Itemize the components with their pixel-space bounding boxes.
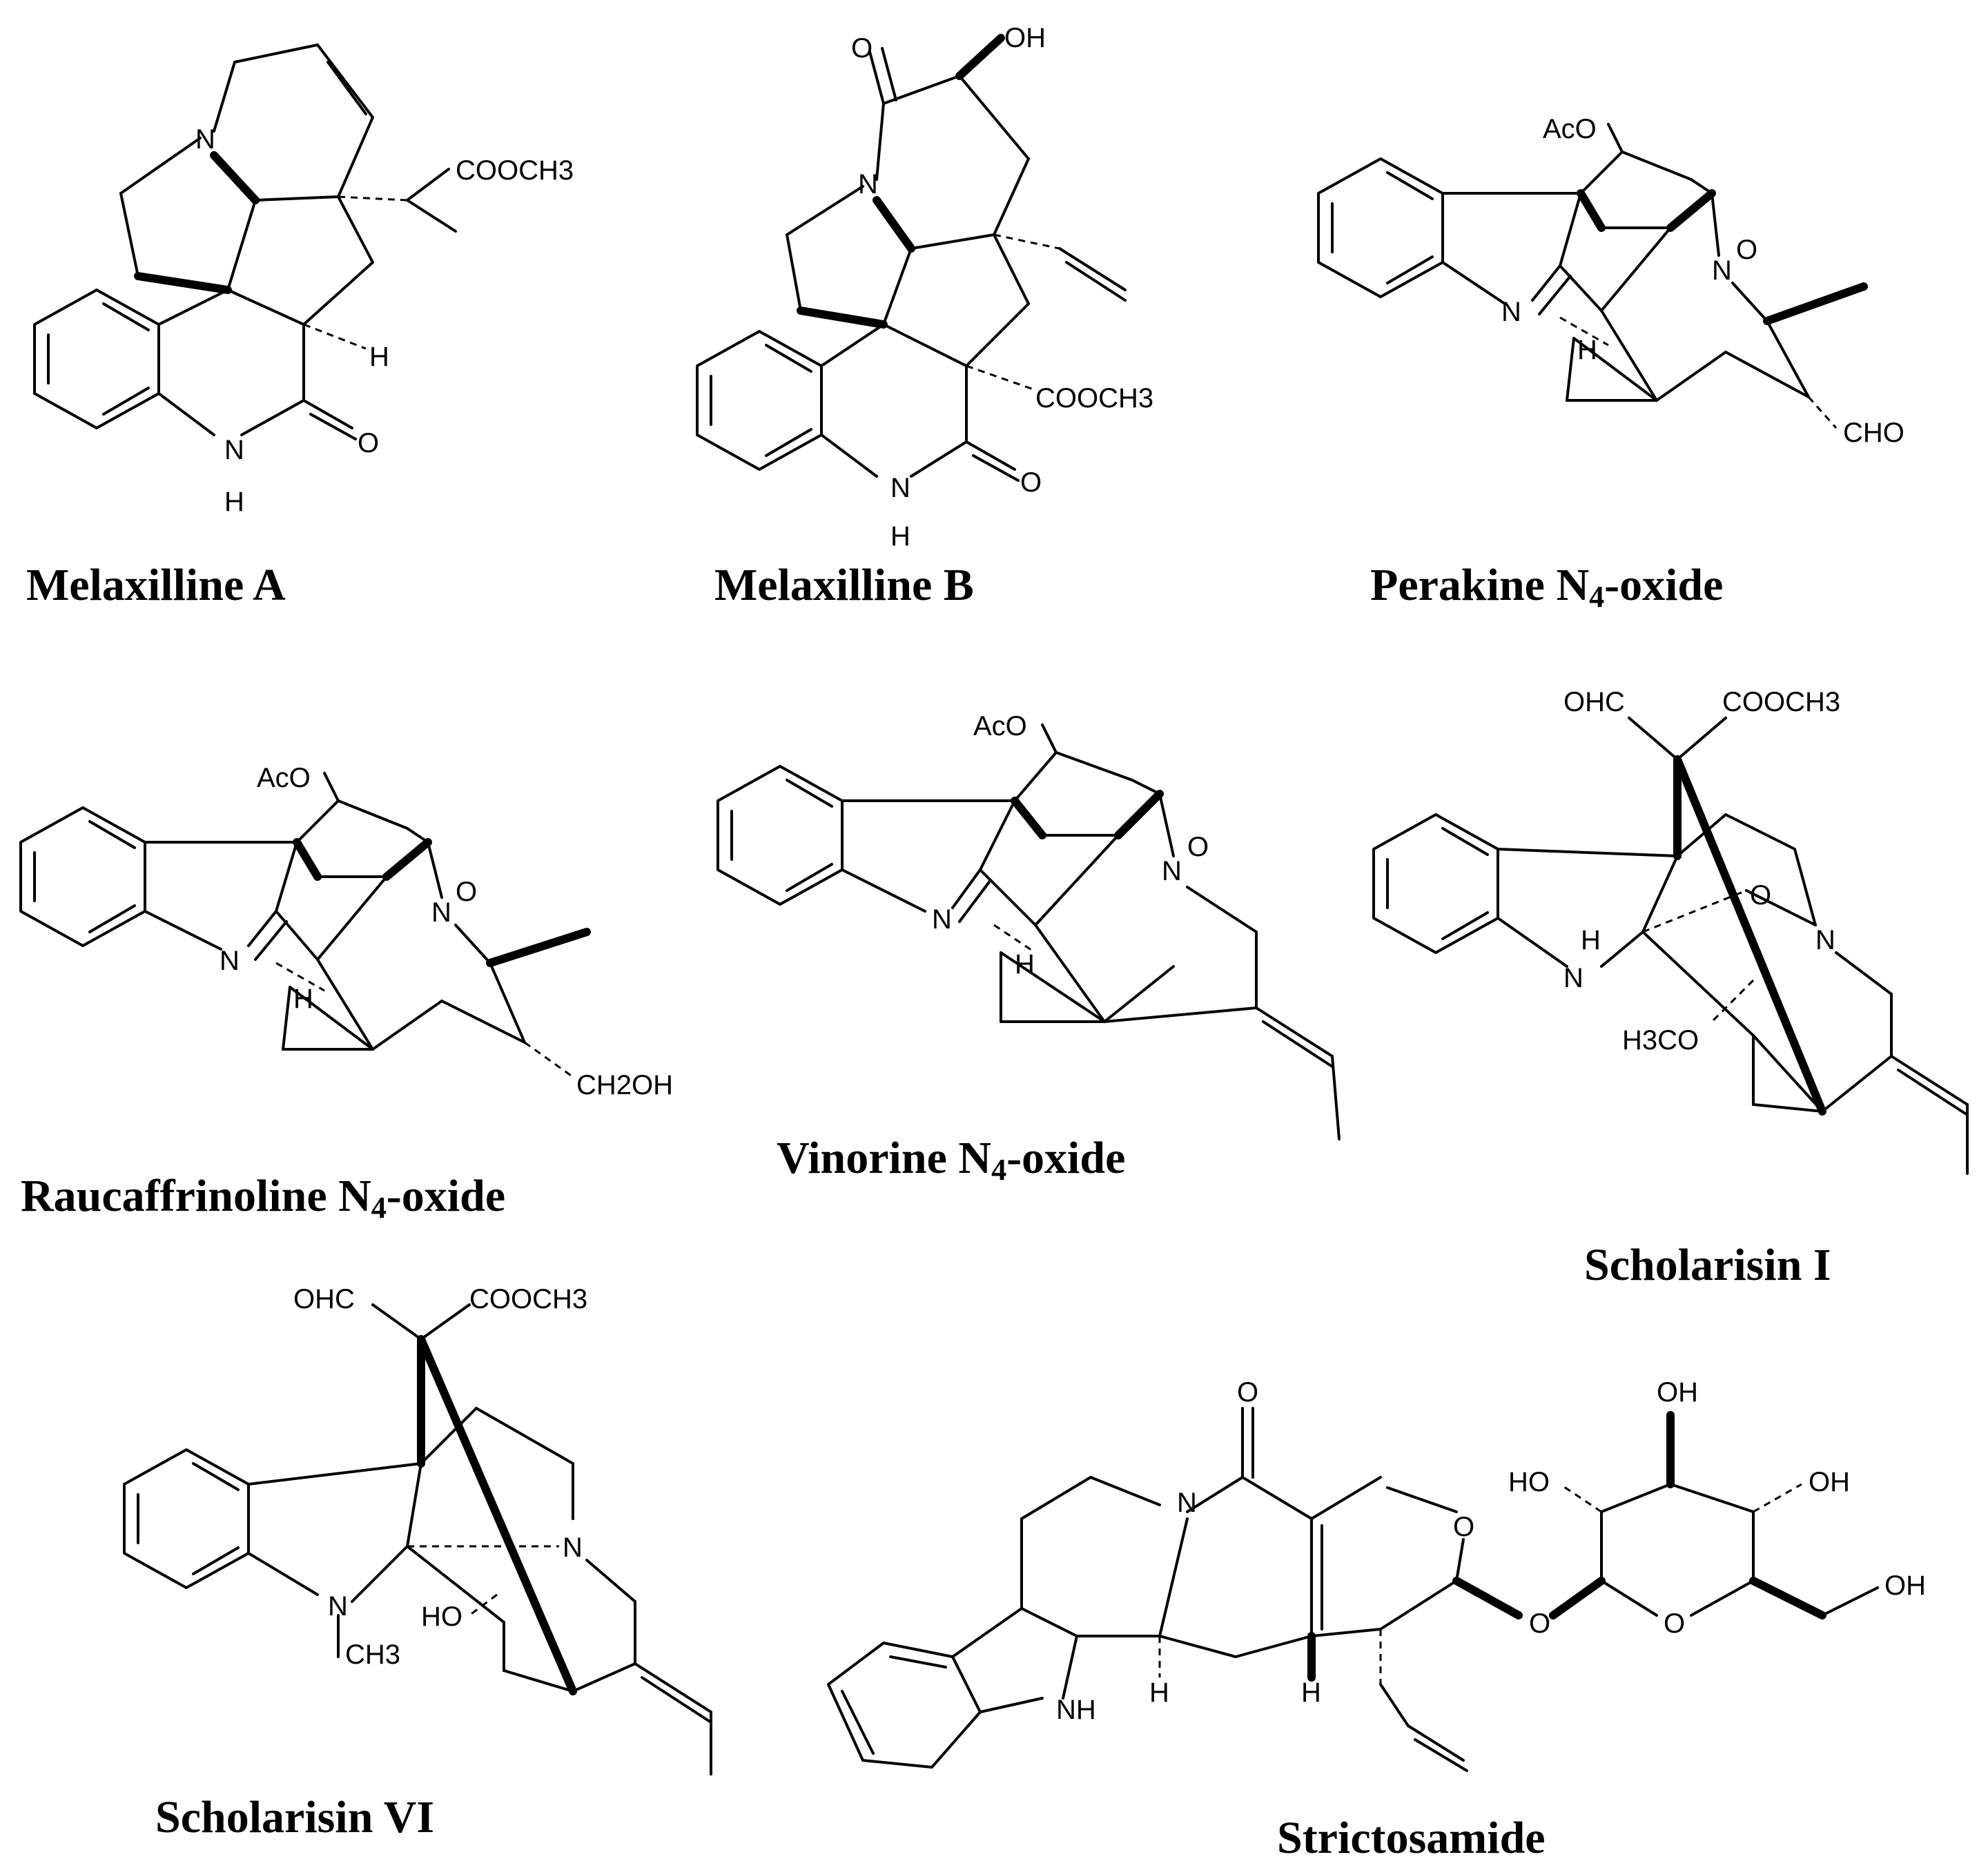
structure-vinorine-n4-oxide: AcO N O N H [717,711,1341,1140]
melaxilline-a-n: N [195,124,215,155]
strictosamide-sugar-o: O [1664,1608,1685,1639]
perakine-cho: CHO [1843,418,1904,448]
scholarisin-vi-cooch3: COOCH3 [469,1284,587,1314]
vinorine-aco: AcO [973,711,1027,741]
perakine-aco: AcO [1543,114,1597,144]
strictosamide-h1: H [1149,1677,1169,1708]
melaxilline-b-cooch3: COOCH3 [1035,383,1153,414]
strictosamide-ring-o: O [1453,1512,1474,1542]
scholarisin-vi-n-methyl: N [328,1591,348,1622]
melaxilline-a-o: O [358,428,379,458]
raucaffrinoline-o: O [456,877,477,907]
melaxilline-b-nh-n: N [890,473,910,503]
scholarisin-i-cooch3: COOCH3 [1722,687,1840,717]
structure-melaxilline-a: N COOCH3 H O N H [33,43,574,517]
raucaffrinoline-indole-n: N [220,946,240,976]
label-melaxilline-a: Melaxilline A [26,560,286,610]
strictosamide-ho: HO [1508,1467,1550,1497]
strictosamide-h2: H [1301,1677,1321,1708]
scholarisin-i-o: O [1750,880,1771,911]
melaxilline-b-oh: OH [1004,23,1046,53]
label-vinorine-n4-oxide: Vinorine N4-oxide [777,1133,1126,1187]
scholarisin-i-h3co: H3CO [1622,1025,1699,1055]
strictosamide-oh-top: OH [1657,1377,1698,1408]
melaxilline-b-nh-h: H [890,521,910,552]
structure-strictosamide: O N O O O OH HO OH OH NH H H [827,1377,1926,1772]
strictosamide-nh: NH [1056,1695,1096,1725]
raucaffrinoline-ch2oh: CH2OH [576,1070,673,1100]
scholarisin-vi-ho: HO [421,1602,462,1632]
scholarisin-i-h: H [1581,925,1601,955]
scholarisin-i-n: N [1815,925,1835,955]
raucaffrinoline-n: N [431,897,451,928]
vinorine-n: N [1162,856,1182,886]
structure-scholarisin-i: OHC COOCH3 O N H N H3CO [1372,687,1969,1175]
structure-scholarisin-vi: OHC COOCH3 N N CH3 HO [123,1284,712,1775]
melaxilline-a-cooch3: COOCH3 [456,155,574,186]
structure-perakine-n4-oxide: AcO N O N H CHO [1317,114,1904,448]
perakine-indole-n: N [1501,297,1521,327]
melaxilline-a-nh-n: N [224,435,244,465]
strictosamide-n: N [1177,1488,1197,1518]
structure-raucaffrinoline-n4-oxide: AcO N O N H CH2OH [19,763,673,1100]
label-scholarisin-i: Scholarisin I [1584,1240,1831,1290]
scholarisin-vi-ch3: CH3 [345,1640,400,1670]
melaxilline-b-n: N [858,169,878,200]
label-perakine-n4-oxide: Perakine N4-oxide [1370,560,1724,614]
strictosamide-oh-right: OH [1809,1467,1850,1497]
label-raucaffrinoline-n4-oxide: Raucaffrinoline N4-oxide [21,1171,506,1225]
raucaffrinoline-aco: AcO [257,763,311,793]
scholarisin-vi-n: N [563,1533,583,1563]
melaxilline-a-h: H [369,342,389,372]
perakine-o: O [1736,235,1757,265]
melaxilline-b-o: O [851,33,873,64]
perakine-n: N [1712,255,1732,286]
strictosamide-oh-ch2: OH [1884,1570,1926,1601]
strictosamide-o: O [1237,1377,1258,1408]
melaxilline-a-nh-h: H [224,487,244,517]
strictosamide-glyco-o: O [1529,1608,1550,1639]
vinorine-o: O [1187,832,1209,862]
structure-melaxilline-b: O OH N COOCH3 O N H [696,23,1153,552]
scholarisin-vi-ohc: OHC [293,1284,355,1314]
label-strictosamide: Strictosamide [1277,1813,1546,1863]
perakine-h: H [1577,335,1597,365]
label-scholarisin-vi: Scholarisin VI [155,1792,435,1842]
scholarisin-i-nh: N [1563,963,1583,993]
melaxilline-b-o2: O [1020,467,1042,498]
label-melaxilline-b: Melaxilline B [714,560,974,610]
scholarisin-i-ohc: OHC [1563,687,1625,717]
vinorine-indole-n: N [932,904,952,935]
raucaffrinoline-h: H [293,984,313,1014]
vinorine-h: H [1015,949,1035,980]
